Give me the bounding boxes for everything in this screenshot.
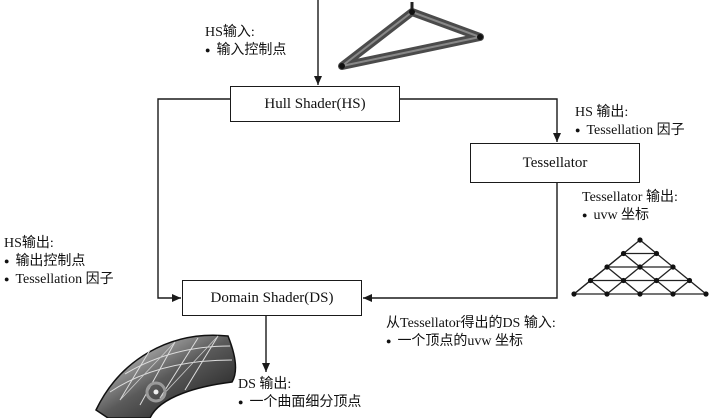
hs-input-item: 输入控制点 [205,42,286,60]
tessellator-output-title: Tessellator 输出: [582,190,678,205]
control-points-patch-image [338,2,484,70]
tessellator-to-domain-shader-arrow [363,183,558,302]
tessellator-box: Tessellator [470,143,640,183]
hs-output-title: HS 输出: [575,105,629,120]
hs-to-tessellator-arrow [400,98,561,142]
hs-input-title: HS输入: [205,25,255,40]
hull-shader-box: Hull Shader(HS) [230,86,400,122]
ds-output-item: 一个曲面细分顶点 [238,394,361,412]
ds-output-note: DS 输出: 一个曲面细分顶点 [238,376,361,412]
tessellated-surface-image [95,334,237,418]
hs-output-left-item-factors: Tessellation 因子 [4,271,113,289]
hs-output-item: Tessellation 因子 [575,122,684,140]
ds-input-item: 一个顶点的uvw 坐标 [386,333,556,351]
hull-shader-label: Hull Shader(HS) [264,95,366,112]
ds-input-title: 从Tessellator得出的DS 输入: [386,316,556,331]
hs-output-left-title: HS输出: [4,236,54,251]
hs-output-left-item-control-points: 输出控制点 [4,253,114,271]
domain-shader-label: Domain Shader(DS) [210,289,334,306]
domain-shader-box: Domain Shader(DS) [182,280,362,316]
hs-to-domain-shader-arrow [157,98,230,302]
hs-output-note: HS 输出: Tessellation 因子 [575,104,685,140]
hs-output-left-note: HS输出: 输出控制点 Tessellation 因子 [4,235,114,289]
hs-input-note: HS输入: 输入控制点 [205,24,286,60]
ds-output-title: DS 输出: [238,377,292,392]
tessellator-output-item: uvw 坐标 [582,207,678,225]
ds-input-note: 从Tessellator得出的DS 输入: 一个顶点的uvw 坐标 [386,315,556,351]
tessellator-output-note: Tessellator 输出: uvw 坐标 [582,189,678,225]
uvw-lattice-points [571,237,709,297]
tessellator-label: Tessellator [522,154,588,171]
